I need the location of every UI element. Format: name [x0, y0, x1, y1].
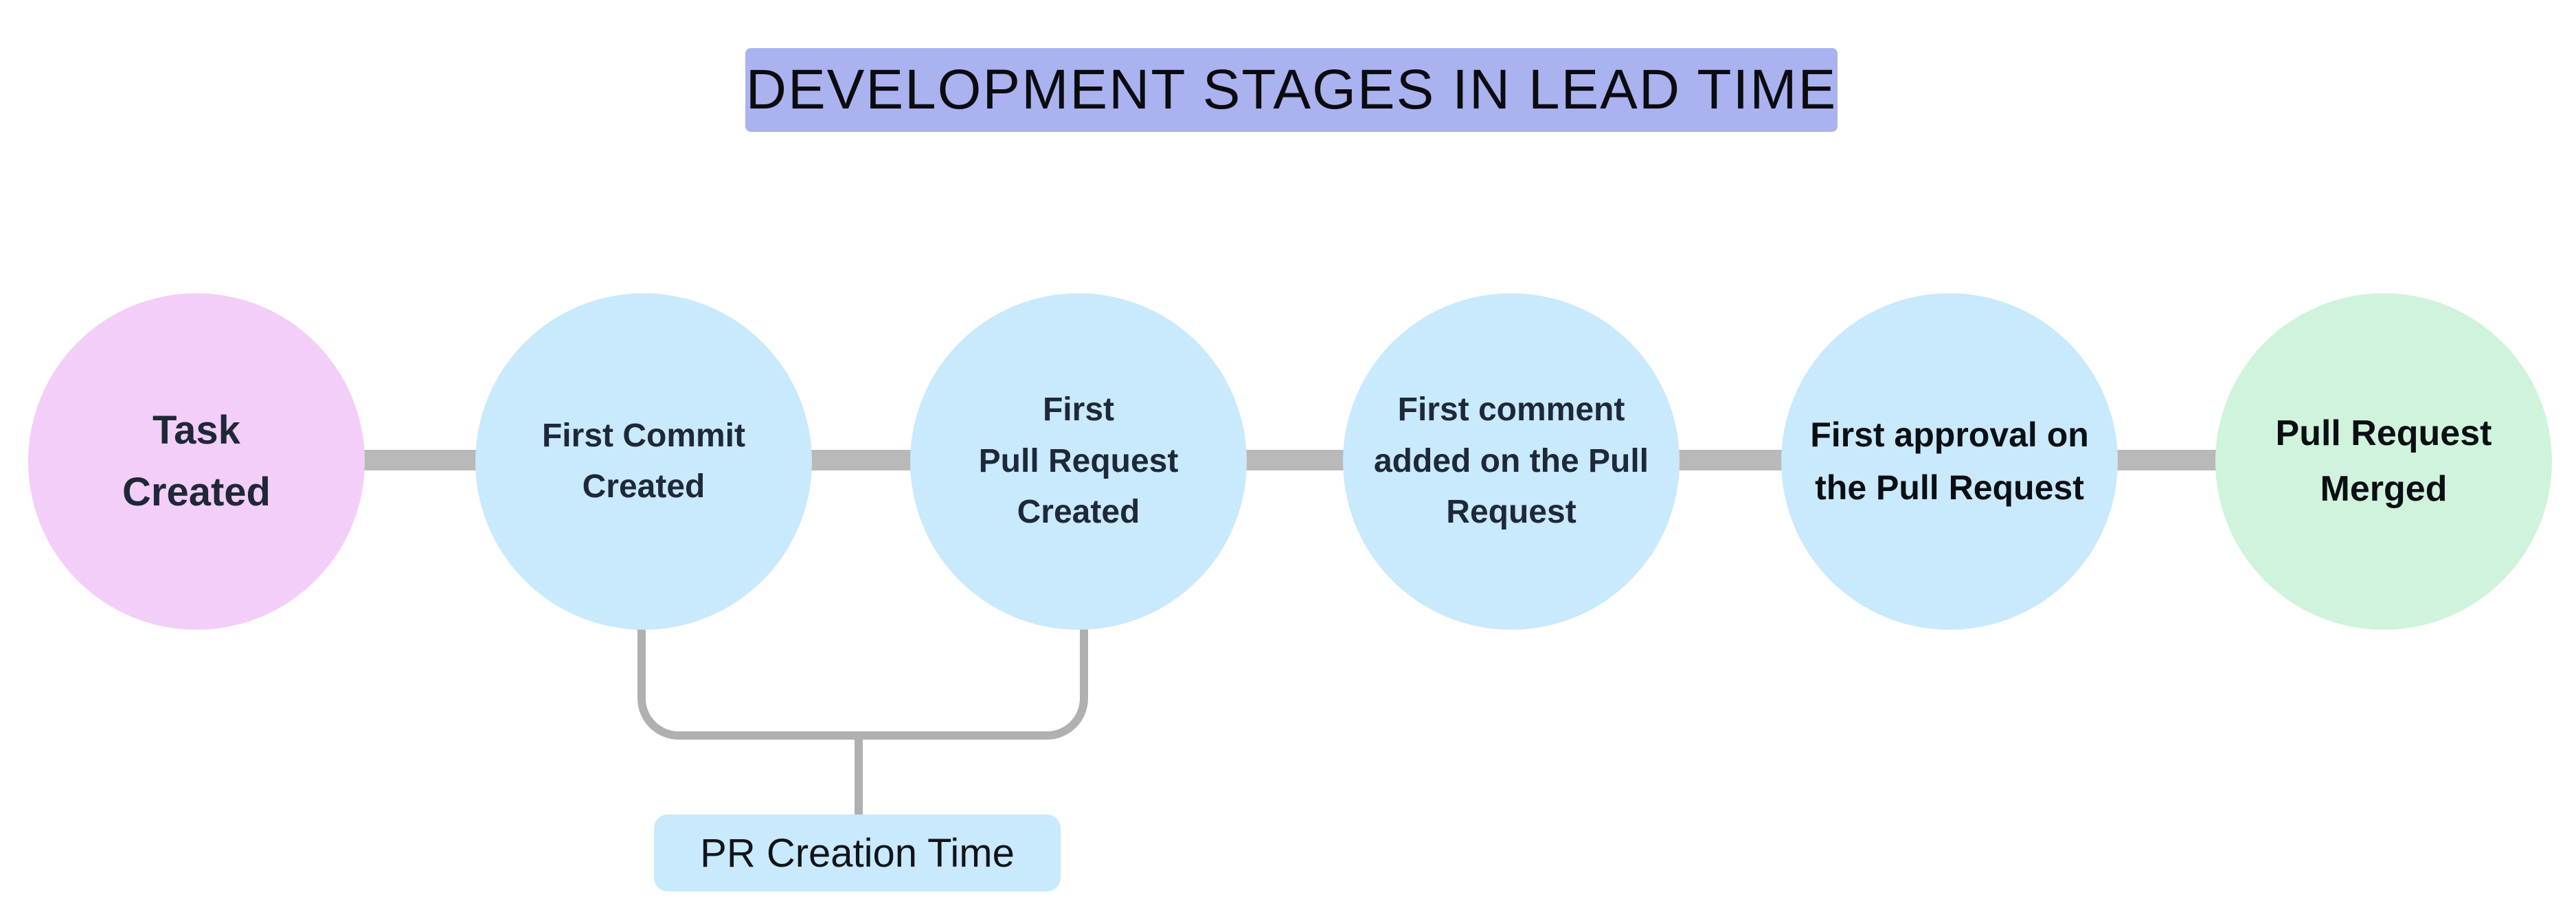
- stage-node-task-created: Task Created: [28, 293, 365, 630]
- stage-node-pull-request-merged: Pull Request Merged: [2215, 293, 2552, 630]
- stage-node-first-pull-request-created: First Pull Request Created: [910, 293, 1247, 630]
- stage-node-first-commit-created: First Commit Created: [475, 293, 812, 630]
- pr-creation-time-bracket: [637, 618, 1088, 740]
- pr-creation-time-label: PR Creation Time: [654, 814, 1061, 891]
- pr-creation-time-bracket-stem: [855, 738, 863, 817]
- stage-node-first-comment-added: First comment added on the Pull Request: [1343, 293, 1680, 630]
- stage-node-first-approval: First approval on the Pull Request: [1781, 293, 2118, 630]
- diagram-title: DEVELOPMENT STAGES IN LEAD TIME: [745, 48, 1838, 132]
